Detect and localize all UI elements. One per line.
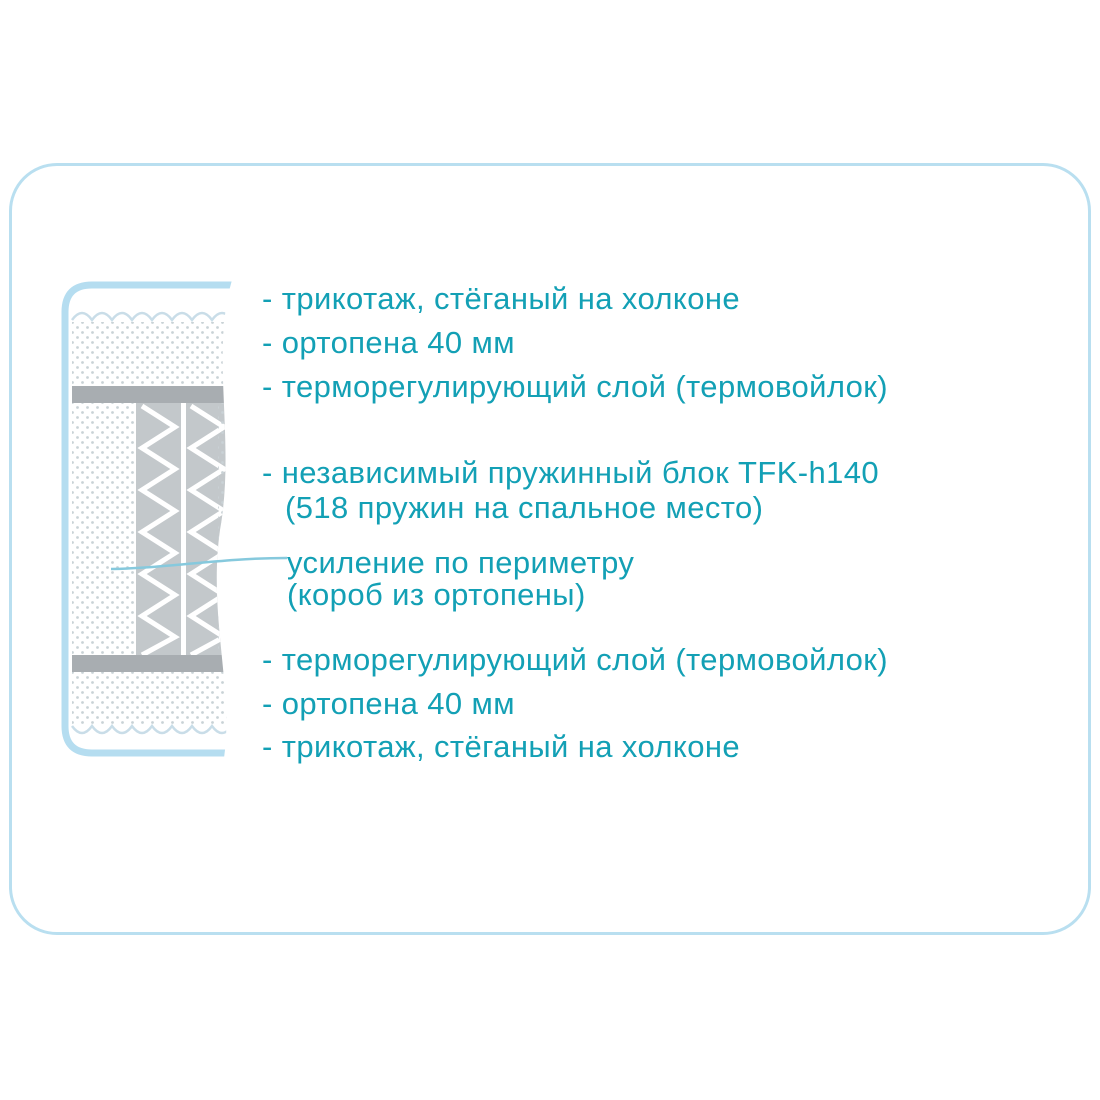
top-foam-layer — [72, 322, 232, 386]
spring-zigzag-2 — [186, 403, 229, 658]
label-top-fabric: - трикотаж, стёганый на холконе — [262, 281, 741, 316]
label-top-foam: - ортопена 40 мм — [262, 325, 515, 360]
mattress-cross-section-illustration — [60, 280, 238, 758]
label-top-thermo: - терморегулирующий слой (термовойлок) — [262, 369, 888, 404]
label-spring-block-line1: - независимый пружинный блок TFK-h140 — [262, 455, 880, 490]
bottom-foam-layer — [72, 672, 232, 724]
mattress-diagram-svg — [60, 280, 232, 758]
label-bottom-thermo: - терморегулирующий слой (термовойлок) — [262, 642, 888, 677]
top-thermofelt-layer — [72, 386, 232, 403]
label-perimeter-line1: усиление по периметру — [287, 545, 635, 580]
label-spring-block-line2: (518 пружин на спальное место) — [285, 490, 764, 525]
quilted-bottom-scallop — [70, 723, 232, 735]
cut-edge-foam-strip — [218, 403, 232, 655]
bottom-thermofelt-layer — [72, 655, 232, 672]
label-bottom-fabric: - трикотаж, стёганый на холконе — [262, 729, 741, 764]
spring-zigzag-1 — [137, 403, 180, 658]
perimeter-leader-line — [110, 556, 288, 571]
label-perimeter-line2: (короб из ортопены) — [287, 577, 586, 612]
spring-column-divider — [181, 403, 186, 655]
quilted-top-scallop — [70, 311, 232, 323]
label-bottom-foam: - ортопена 40 мм — [262, 686, 515, 721]
mattress-cover-border — [61, 281, 232, 757]
perimeter-foam-box — [72, 403, 136, 655]
